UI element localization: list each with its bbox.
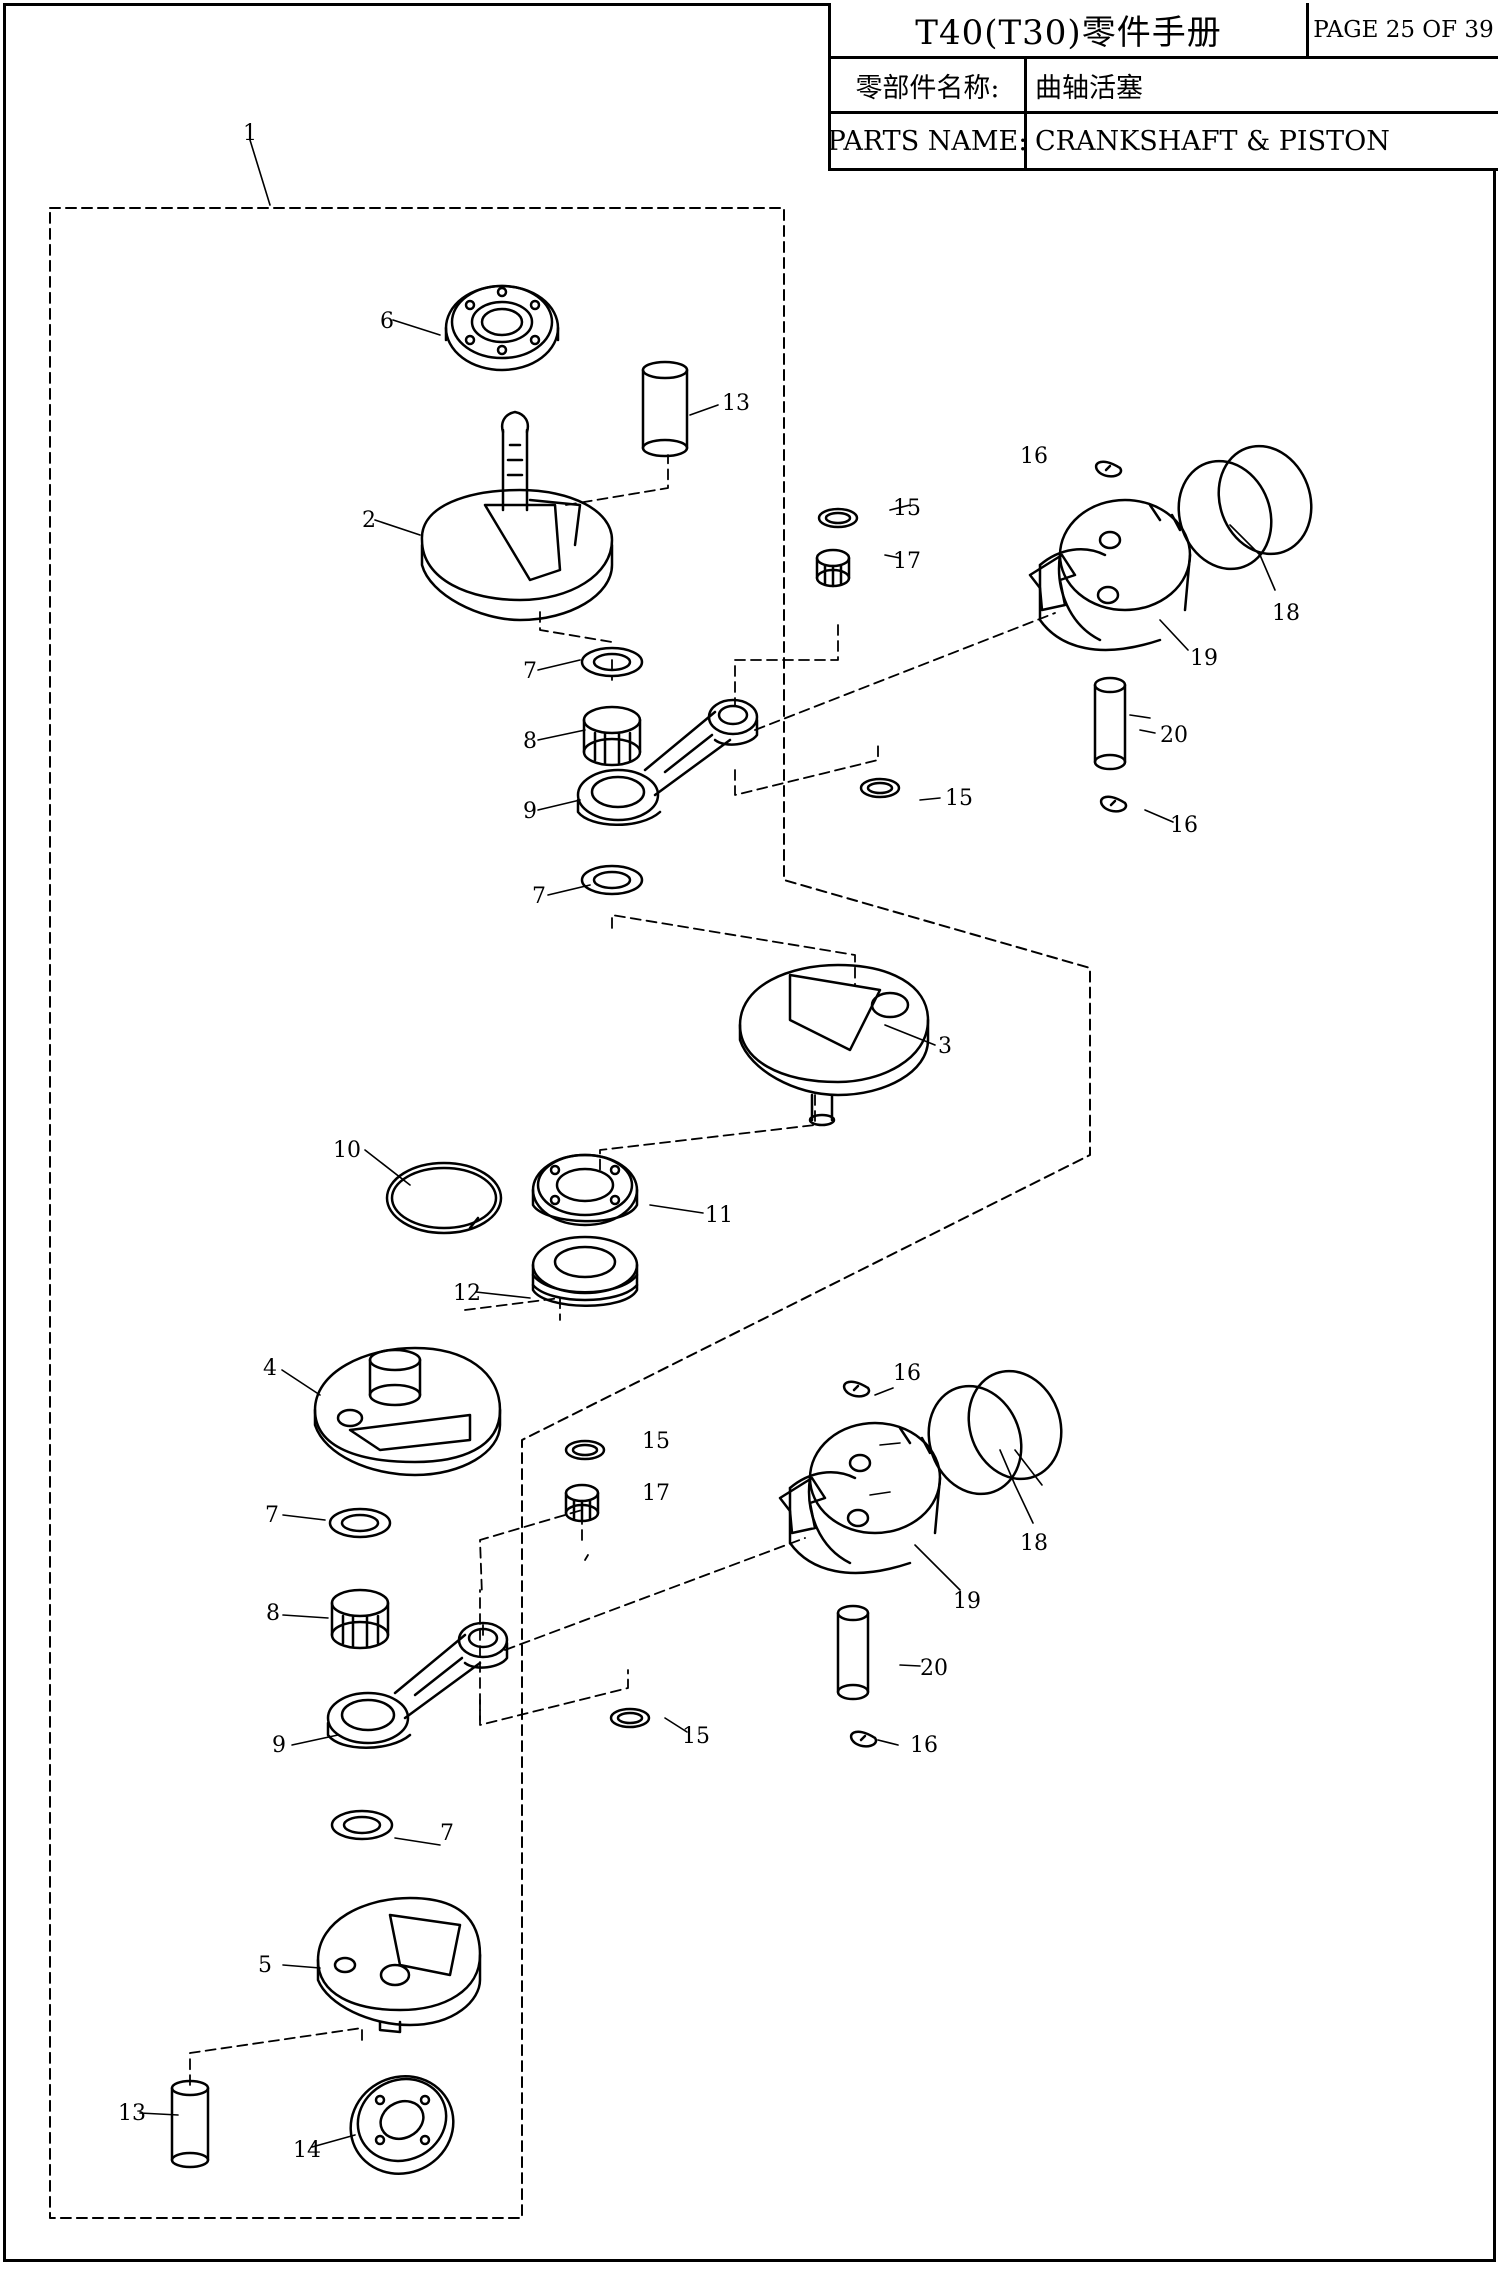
snap-ring-16-d — [849, 1730, 878, 1748]
bearing-11 — [531, 1153, 639, 1227]
needle-bearing-8-b — [330, 1588, 390, 1650]
callout-8-b: 8 — [266, 1601, 280, 1626]
title-block: T40(T30)零件手册 PAGE 25 OF 39 零部件名称: 曲轴活塞 P… — [828, 3, 1498, 171]
callout-15-c: 15 — [642, 1429, 670, 1454]
callout-6: 6 — [380, 309, 394, 334]
callout-7-a: 7 — [523, 659, 537, 684]
callout-1: 1 — [243, 121, 257, 146]
crankshaft-half-5 — [316, 1896, 482, 2034]
callout-labels: 1 6 13 2 16 15 17 18 19 7 8 20 9 15 16 7… — [118, 121, 1300, 2163]
cn-name-row: 零部件名称: 曲轴活塞 — [831, 59, 1498, 114]
callout-2: 2 — [362, 508, 376, 533]
callout-10: 10 — [333, 1138, 361, 1163]
connecting-rod-9-b — [326, 1621, 509, 1749]
callout-16-b: 16 — [1170, 813, 1198, 838]
piston-pin-20-b — [836, 1604, 870, 1701]
callout-20-b: 20 — [920, 1656, 948, 1681]
callout-8-a: 8 — [523, 729, 537, 754]
callout-9-a: 9 — [523, 799, 537, 824]
callout-20-a: 20 — [1160, 723, 1188, 748]
washer-7-c — [328, 1507, 392, 1539]
crank-web-3 — [738, 963, 930, 1127]
en-name-row: PARTS NAME: CRANKSHAFT & PISTON — [831, 114, 1498, 168]
crankshaft-half-2 — [420, 410, 614, 622]
callout-13-upper: 13 — [722, 391, 750, 416]
bearing-14 — [349, 2075, 455, 2175]
en-name-value: CRANKSHAFT & PISTON — [1035, 125, 1390, 157]
washer-7-a — [580, 646, 644, 678]
en-name-label: PARTS NAME: — [831, 114, 1027, 168]
piston-19-a — [1028, 498, 1192, 652]
needle-bearing-17-a — [815, 548, 851, 588]
piston-rings-18-b — [927, 1369, 1063, 1496]
snap-ring-16-a — [1094, 460, 1123, 478]
callout-12: 12 — [453, 1281, 481, 1306]
callout-15-b: 15 — [945, 786, 973, 811]
circlip-15-d — [609, 1707, 651, 1729]
callout-9-b: 9 — [272, 1733, 286, 1758]
snap-ring-10 — [385, 1161, 503, 1235]
callout-16-d: 16 — [910, 1733, 938, 1758]
callout-19-a: 19 — [1190, 646, 1218, 671]
callout-15-d: 15 — [682, 1724, 710, 1749]
callout-16-c: 16 — [893, 1361, 921, 1386]
title-row: T40(T30)零件手册 PAGE 25 OF 39 — [831, 3, 1498, 59]
cn-name-value: 曲轴活塞 — [1035, 72, 1143, 104]
bearing-6 — [444, 284, 560, 372]
needle-bearing-8-a — [582, 705, 642, 767]
circlip-15-a — [817, 507, 859, 529]
leader-lines — [139, 139, 1276, 2148]
callout-18-b: 18 — [1020, 1531, 1048, 1556]
callout-17-a: 17 — [893, 549, 921, 574]
crank-web-4 — [313, 1346, 502, 1477]
oil-seal-12 — [531, 1235, 639, 1307]
piston-rings-18-a — [1177, 444, 1313, 571]
cn-name-label: 零部件名称: — [831, 59, 1027, 111]
callout-14: 14 — [293, 2138, 321, 2163]
callout-18-a: 18 — [1272, 601, 1300, 626]
callout-13-lower: 13 — [118, 2101, 146, 2126]
callout-11: 11 — [705, 1203, 733, 1228]
callout-17-c: 17 — [642, 1481, 670, 1506]
assembly-boundary-1 — [49, 207, 1091, 2219]
drawing-border — [3, 3, 1496, 2262]
callout-7-d: 7 — [440, 1821, 454, 1846]
needle-bearing-17-b — [564, 1483, 600, 1523]
callout-15-a: 15 — [893, 496, 921, 521]
page-number: PAGE 25 OF 39 — [1313, 16, 1494, 43]
callout-4: 4 — [263, 1356, 277, 1381]
snap-ring-16-c — [842, 1380, 871, 1398]
piston-pin-20-a — [1093, 676, 1127, 771]
callout-7-b: 7 — [532, 884, 546, 909]
assembly-lines — [189, 454, 1056, 2086]
piston-19-b — [778, 1421, 942, 1575]
manual-title: T40(T30)零件手册 — [831, 3, 1309, 56]
callout-16-a: 16 — [1020, 444, 1048, 469]
snap-ring-16-b — [1099, 795, 1128, 813]
callout-3: 3 — [938, 1034, 952, 1059]
callout-5: 5 — [258, 1953, 272, 1978]
connecting-rod-9-a — [576, 698, 759, 826]
crank-pin-13-lower — [170, 2079, 210, 2169]
callout-19-b: 19 — [953, 1589, 981, 1614]
washer-7-d — [330, 1809, 394, 1841]
circlip-15-c — [564, 1439, 606, 1461]
circlip-15-b — [859, 777, 901, 799]
callout-7-c: 7 — [265, 1503, 279, 1528]
washer-7-b — [580, 864, 644, 896]
crank-pin-13-upper — [641, 360, 689, 458]
